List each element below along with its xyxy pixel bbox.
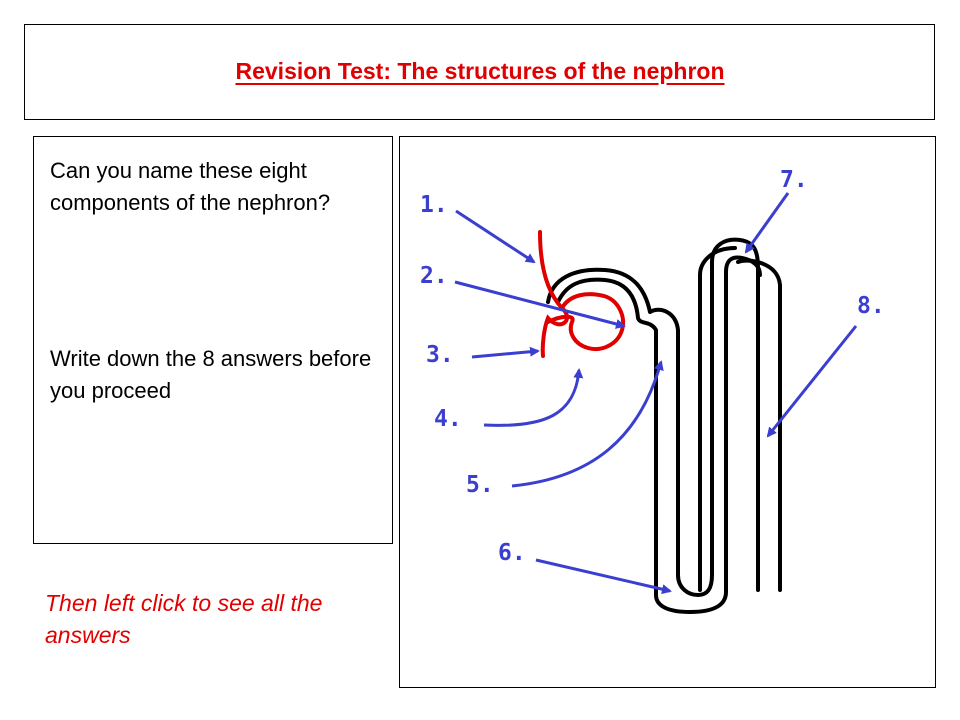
label-6: 6. xyxy=(498,540,526,566)
bowmans-capsule-outer xyxy=(546,237,760,597)
arrow-8 xyxy=(766,325,858,438)
label-7: 7. xyxy=(780,167,808,193)
arrow-6 xyxy=(535,558,672,595)
afferent-arteriole xyxy=(538,230,569,358)
label-8: 8. xyxy=(857,293,885,319)
label-2: 2. xyxy=(420,263,448,289)
arrow-4 xyxy=(483,368,584,427)
label-4: 4. xyxy=(434,406,462,432)
arrow-5 xyxy=(511,360,664,488)
click-hint[interactable]: Then left click to see all the answers xyxy=(45,590,323,648)
instruction-text: Write down the 8 answers before you proc… xyxy=(50,346,372,403)
nephron-diagram: 1. 2. 3. 4. 5. 6. 7. 8. xyxy=(420,167,885,614)
question-box xyxy=(33,136,393,544)
number-labels: 1. 2. 3. 4. 5. 6. 7. 8. xyxy=(420,167,885,566)
tubule-inner-wall xyxy=(556,255,762,614)
label-3: 3. xyxy=(426,342,454,368)
glomerulus xyxy=(546,292,625,351)
arrow-2 xyxy=(454,280,626,329)
title-box xyxy=(24,24,935,120)
arrow-1 xyxy=(455,209,536,264)
diagram-box xyxy=(399,136,936,688)
question-text: Can you name these eight components of t… xyxy=(50,158,331,215)
tubule xyxy=(546,237,782,614)
label-1: 1. xyxy=(420,192,448,218)
capillaries xyxy=(538,230,625,358)
page-title: Revision Test: The structures of the nep… xyxy=(235,58,725,84)
label-5: 5. xyxy=(466,472,494,498)
pointer-arrows xyxy=(454,192,858,595)
arrow-3 xyxy=(471,346,540,359)
arrow-7 xyxy=(744,192,790,254)
